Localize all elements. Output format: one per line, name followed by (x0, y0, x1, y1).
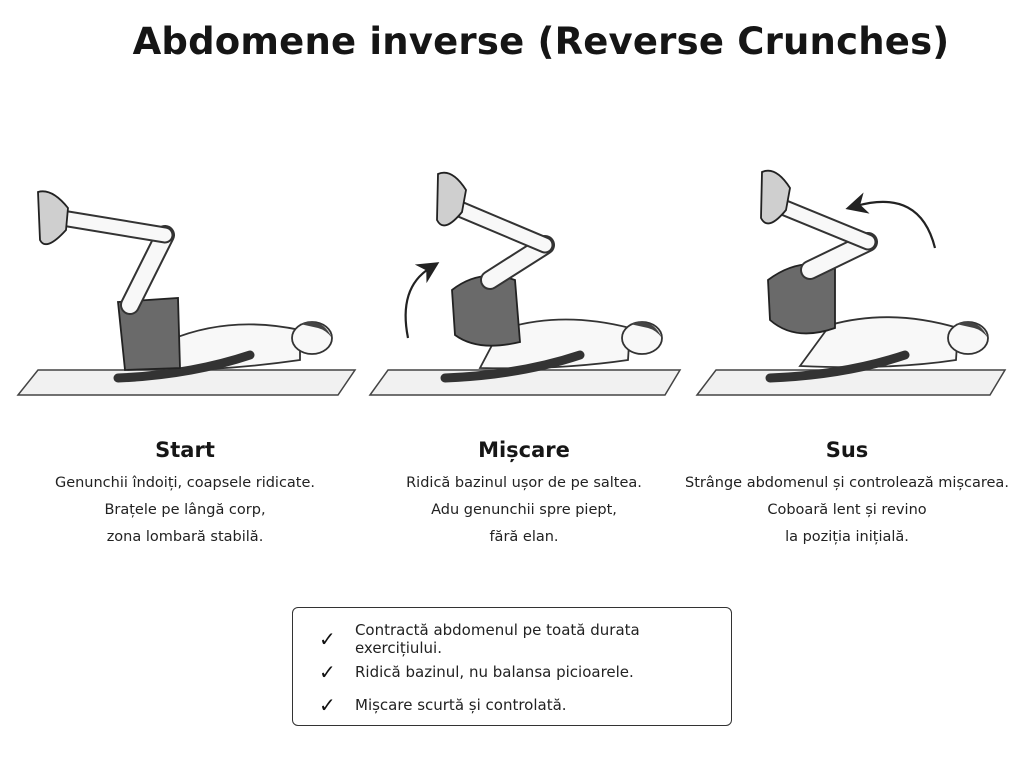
tip-text: Contractă abdomenul pe toată durata exer… (354, 620, 640, 657)
hair (956, 321, 988, 338)
figure-top (695, 169, 1007, 396)
exercise-illustrations (0, 160, 1024, 410)
shorts (451, 274, 521, 347)
shin-fill (778, 201, 875, 249)
tip-item: ✓ Mișcare scurtă și controlată. (319, 688, 731, 721)
check-icon: ✓ (319, 626, 336, 651)
step-line: Ridică bazinul ușor de pe saltea. (406, 475, 642, 491)
head (621, 321, 663, 355)
step-line: Brațele pe lângă corp, (104, 502, 266, 518)
exercise-mat (695, 369, 1007, 396)
step-line: zona lombară stabilă. (106, 529, 264, 545)
tip-item: ✓ Ridică bazinul, nu balansa picioarele. (319, 655, 731, 688)
step-top: Sus Strânge abdomenul și controlează miș… (677, 438, 1017, 551)
step-heading: Mișcare (478, 438, 570, 462)
check-icon: ✓ (319, 692, 336, 717)
step-line: Genunchii îndoiți, coapsele ridicate. (54, 475, 316, 491)
tip-text: Mișcare scurtă și controlată. (355, 695, 567, 714)
tips-box: ✓ Contractă abdomenul pe toată durata ex… (292, 607, 732, 726)
step-line: Coboară lent și revino (767, 502, 927, 518)
thigh-fill (122, 227, 173, 313)
arm (113, 350, 255, 383)
hair (630, 321, 662, 338)
shin-fill (55, 211, 172, 242)
step-line: Strânge abdomenul și controlează mișcare… (685, 475, 1009, 491)
step-line: la poziția inițială. (785, 529, 909, 545)
shin-fill (455, 203, 552, 252)
exercise-mat (16, 369, 357, 396)
step-heading: Sus (825, 438, 869, 462)
head (291, 321, 333, 355)
figure-movement (368, 171, 682, 396)
step-description: Strânge abdomenul și controlează mișcare… (677, 470, 1017, 551)
shoe (760, 169, 791, 225)
step-movement: Mișcare Ridică bazinul ușor de pe saltea… (354, 438, 694, 551)
arm (440, 350, 585, 383)
shorts (767, 263, 836, 335)
shoe (37, 190, 69, 246)
page-title: Abdomene inverse (Reverse Crunches) (132, 20, 950, 63)
exercise-illustrations-svg (16, 169, 1007, 396)
shoe (436, 171, 467, 227)
curved-arrow-icon (845, 192, 937, 249)
head (947, 321, 989, 355)
curved-arrow-icon (404, 262, 440, 339)
figure-start (16, 190, 357, 396)
step-line: fără elan. (489, 529, 559, 545)
arm (765, 350, 910, 383)
step-start: Start Genunchii îndoiți, coapsele ridica… (15, 438, 355, 551)
step-description: Ridică bazinul ușor de pe saltea. Adu ge… (354, 470, 694, 551)
check-icon: ✓ (319, 659, 336, 684)
hair (300, 321, 332, 338)
thigh-fill (482, 237, 553, 288)
shorts (117, 297, 181, 371)
tip-item: ✓ Contractă abdomenul pe toată durata ex… (319, 620, 731, 657)
step-heading: Start (155, 438, 215, 462)
tip-text: Ridică bazinul, nu balansa picioarele. (355, 662, 634, 681)
step-line: Adu genunchii spre piept, (431, 502, 617, 518)
step-description: Genunchii îndoiți, coapsele ridicate. Br… (15, 470, 355, 551)
